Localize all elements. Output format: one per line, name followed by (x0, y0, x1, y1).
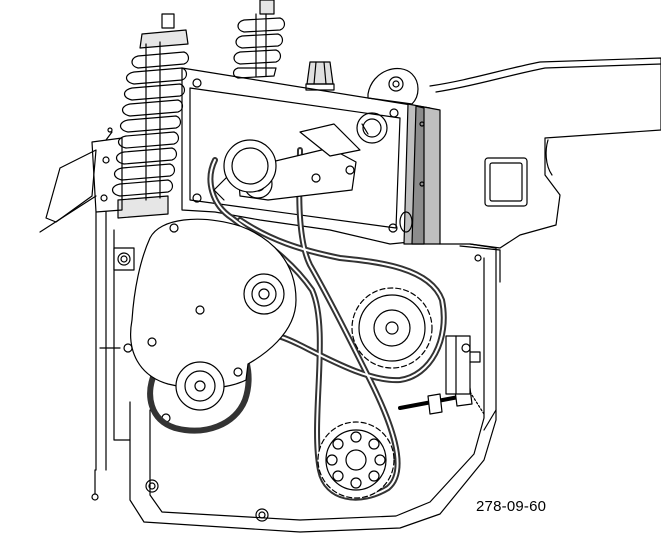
tension-rod (398, 387, 485, 415)
right-small-bracket (445, 335, 481, 395)
top-lug (367, 67, 419, 105)
side-bolt (113, 247, 135, 271)
upper-pulley (223, 139, 277, 193)
plate-bearing-lower (175, 361, 225, 411)
chassis-frame (424, 57, 661, 249)
plate-round-port (356, 112, 388, 144)
top-hex-nut (305, 61, 335, 91)
chassis-square-cutout (484, 157, 528, 207)
vertical-bracket (399, 103, 441, 245)
lower-housing (129, 243, 501, 533)
left-spring (111, 13, 190, 219)
left-housing-wall (91, 211, 133, 501)
large-sprocket (351, 287, 433, 369)
left-bracket (39, 127, 123, 233)
lower-sprocket (317, 421, 395, 499)
plate-bearing-upper (243, 273, 285, 315)
front-plate (130, 218, 297, 389)
part-number-label: 278-09-60 (476, 498, 547, 515)
right-spring (232, 0, 286, 79)
